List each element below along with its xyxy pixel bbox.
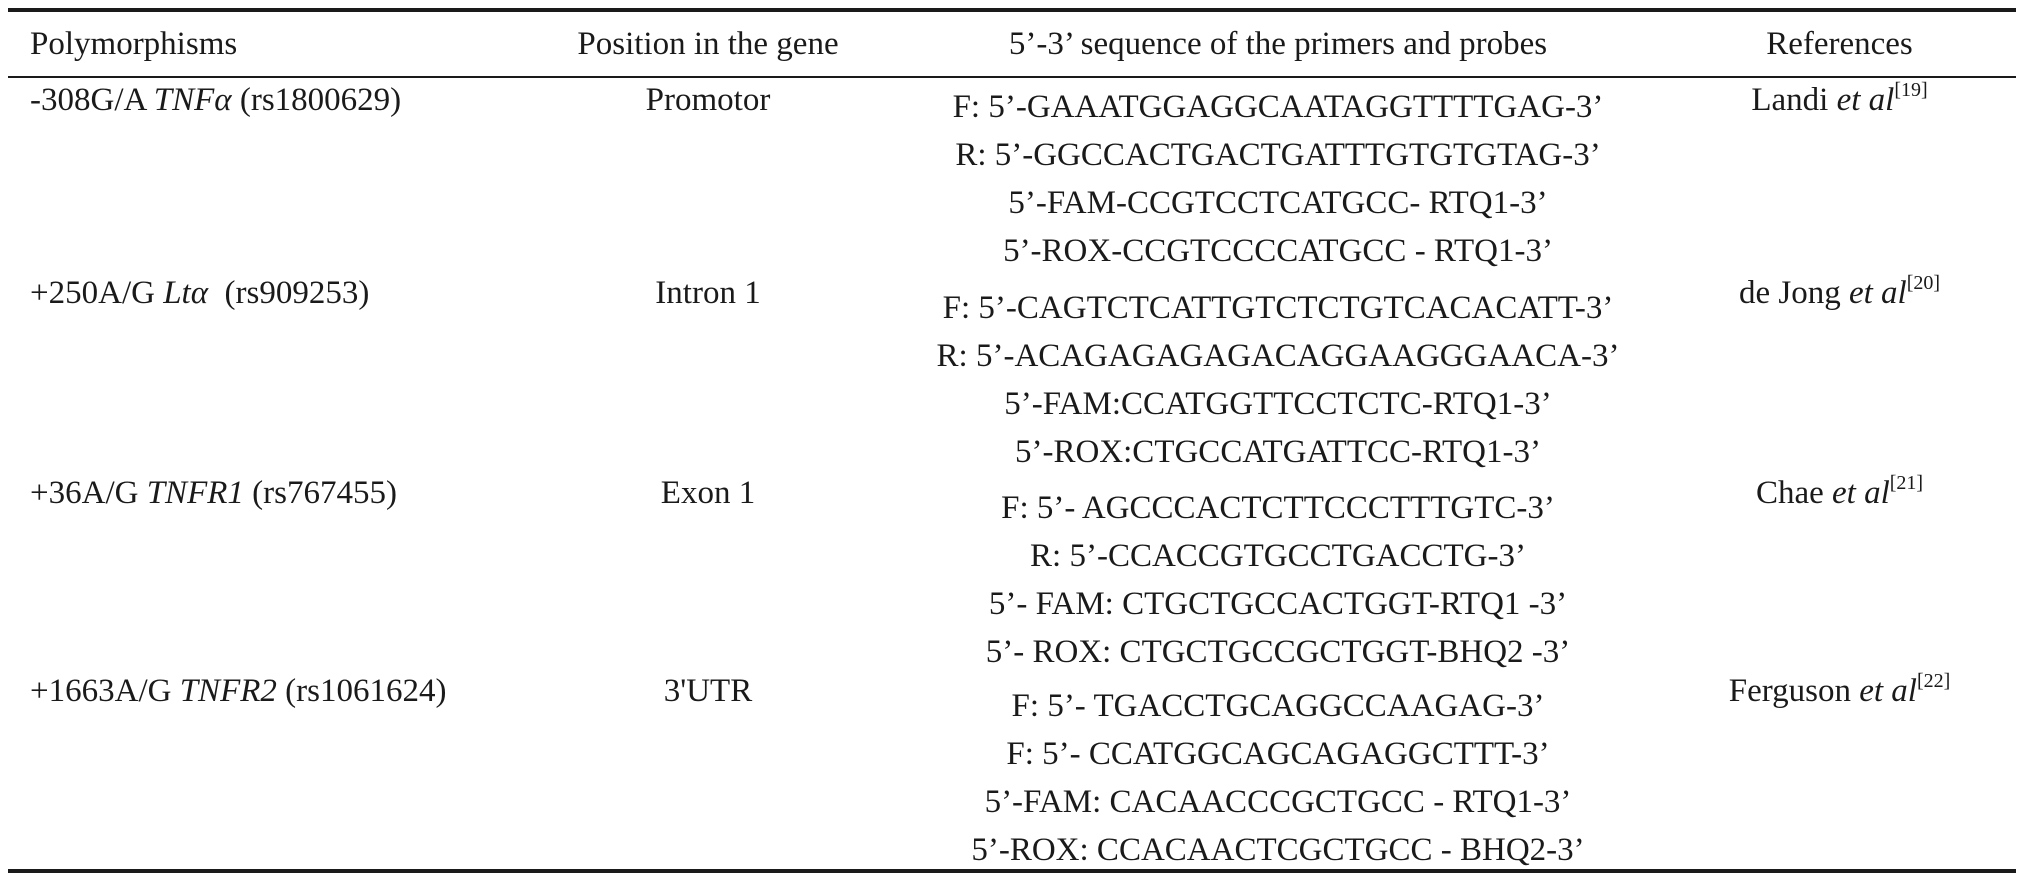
gene-name: TNFR2 <box>179 673 277 709</box>
reference-cell: Ferguson et al[22] <box>1663 659 2016 711</box>
sequence-line: 5’-ROX-CCGTCCCCATGCC - RTQ1-3’ <box>1003 233 1553 269</box>
reference-author: Chae <box>1755 475 1832 511</box>
position-cell: Intron 1 <box>655 275 761 311</box>
reference-number: [20] <box>1906 272 1941 294</box>
reference-cell: Chae et al[21] <box>1663 461 2016 513</box>
header-references: References <box>1766 26 1913 62</box>
table-top-rule <box>8 8 2016 12</box>
sequence-line: F: 5’-GAAATGGAGGCAATAGGTTTTGAG-3’ <box>952 89 1604 125</box>
sequence-cell: F: 5’- AGCCCACTCTTCCCTTTGTC-3’ R: 5’-CCA… <box>893 461 1663 676</box>
sequence-line: 5’-FAM: CACAACCCGCTGCC - RTQ1-3’ <box>984 784 1572 820</box>
rs-id: (rs909253) <box>208 275 370 311</box>
table-header-rule <box>8 76 2016 78</box>
reference-author: Ferguson <box>1728 673 1860 709</box>
table-header-row: Polymorphisms Position in the gene 5’-3’… <box>8 12 2016 76</box>
reference-number: [19] <box>1894 79 1928 101</box>
sequence-line: 5’- ROX: CTGCTGCCGCTGGT-BHQ2 -3’ <box>985 634 1571 670</box>
reference-etal: et al <box>1836 82 1895 118</box>
gene-name: TNFα <box>153 82 232 118</box>
reference-etal: et al <box>1832 475 1890 511</box>
reference-number: [21] <box>1889 472 1924 494</box>
sequence-cell: F: 5’- TGACCTGCAGGCCAAGAG-3’ F: 5’- CCAT… <box>893 659 1663 874</box>
reference-cell: Landi et al[19] <box>1663 78 2016 120</box>
reference-etal: et al <box>1848 275 1907 311</box>
sequence-line: 5’-ROX: CCACAACTCGCTGCC - BHQ2-3’ <box>971 832 1585 868</box>
sequence-line: R: 5’-ACAGAGAGAGACAGGAAGGGAACA-3’ <box>936 338 1620 374</box>
sequence-line: 5’-ROX:CTGCCATGATTCC-RTQ1-3’ <box>1014 434 1541 470</box>
sequence-line: R: 5’-CCACCGTGCCTGACCTG-3’ <box>1030 538 1526 574</box>
gene-name: Ltα <box>163 275 209 311</box>
position-cell: 3'UTR <box>663 673 753 709</box>
table-row: -308G/A TNFα (rs1800629) Promotor F: 5’-… <box>8 78 2016 269</box>
polymorphism-variant: +36A/G <box>30 475 147 511</box>
polymorphism-variant: -308G/A <box>30 82 154 118</box>
header-position: Position in the gene <box>577 26 839 62</box>
sequence-line: 5’-FAM:CCATGGTTCCTCTC-RTQ1-3’ <box>1004 386 1552 422</box>
sequence-line: F: 5’- AGCCCACTCTTCCCTTTGTC-3’ <box>1001 490 1555 526</box>
rs-id: (rs1061624) <box>276 673 447 709</box>
table-row: +1663A/G TNFR2 (rs1061624) 3'UTR F: 5’- … <box>8 659 2016 869</box>
reference-author: Landi <box>1751 82 1837 118</box>
rs-id: (rs767455) <box>243 475 397 511</box>
reference-etal: et al <box>1859 673 1917 709</box>
rs-id: (rs1800629) <box>231 82 402 118</box>
table-row: +36A/G TNFR1 (rs767455) Exon 1 F: 5’- AG… <box>8 461 2016 670</box>
sequence-line: R: 5’-GGCCACTGACTGATTTGTGTGTAG-3’ <box>955 137 1601 173</box>
sequence-line: F: 5’- CCATGGCAGCAGAGGCTTT-3’ <box>1006 736 1550 772</box>
polymorphism-cell: +250A/G Ltα (rs909253) <box>8 261 523 313</box>
gene-name: TNFR1 <box>146 475 244 511</box>
position-cell: Promotor <box>645 82 771 118</box>
polymorphism-cell: +36A/G TNFR1 (rs767455) <box>8 461 523 513</box>
header-polymorphisms: Polymorphisms <box>30 26 238 62</box>
polymorphism-cell: +1663A/G TNFR2 (rs1061624) <box>8 659 523 711</box>
reference-number: [22] <box>1916 670 1951 692</box>
sequence-line: F: 5’-CAGTCTCATTGTCTCTGTCACACATT-3’ <box>942 290 1614 326</box>
primer-table: Polymorphisms Position in the gene 5’-3’… <box>8 8 2016 873</box>
position-cell: Exon 1 <box>660 475 756 511</box>
sequence-line: 5’-FAM-CCGTCCTCATGCC- RTQ1-3’ <box>1008 185 1548 221</box>
reference-author: de Jong <box>1738 275 1849 311</box>
sequence-line: 5’- FAM: CTGCTGCCACTGGT-RTQ1 -3’ <box>988 586 1568 622</box>
reference-cell: de Jong et al[20] <box>1663 261 2016 313</box>
sequence-cell: F: 5’-CAGTCTCATTGTCTCTGTCACACATT-3’ R: 5… <box>893 261 1663 476</box>
polymorphism-variant: +1663A/G <box>30 673 180 709</box>
polymorphism-cell: -308G/A TNFα (rs1800629) <box>8 78 523 120</box>
sequence-cell: F: 5’-GAAATGGAGGCAATAGGTTTTGAG-3’ R: 5’-… <box>893 78 1663 275</box>
table-row: +250A/G Ltα (rs909253) Intron 1 F: 5’-CA… <box>8 261 2016 470</box>
polymorphism-variant: +250A/G <box>30 275 164 311</box>
sequence-line: F: 5’- TGACCTGCAGGCCAAGAG-3’ <box>1011 688 1545 724</box>
header-sequence: 5’-3’ sequence of the primers and probes <box>1008 26 1548 62</box>
